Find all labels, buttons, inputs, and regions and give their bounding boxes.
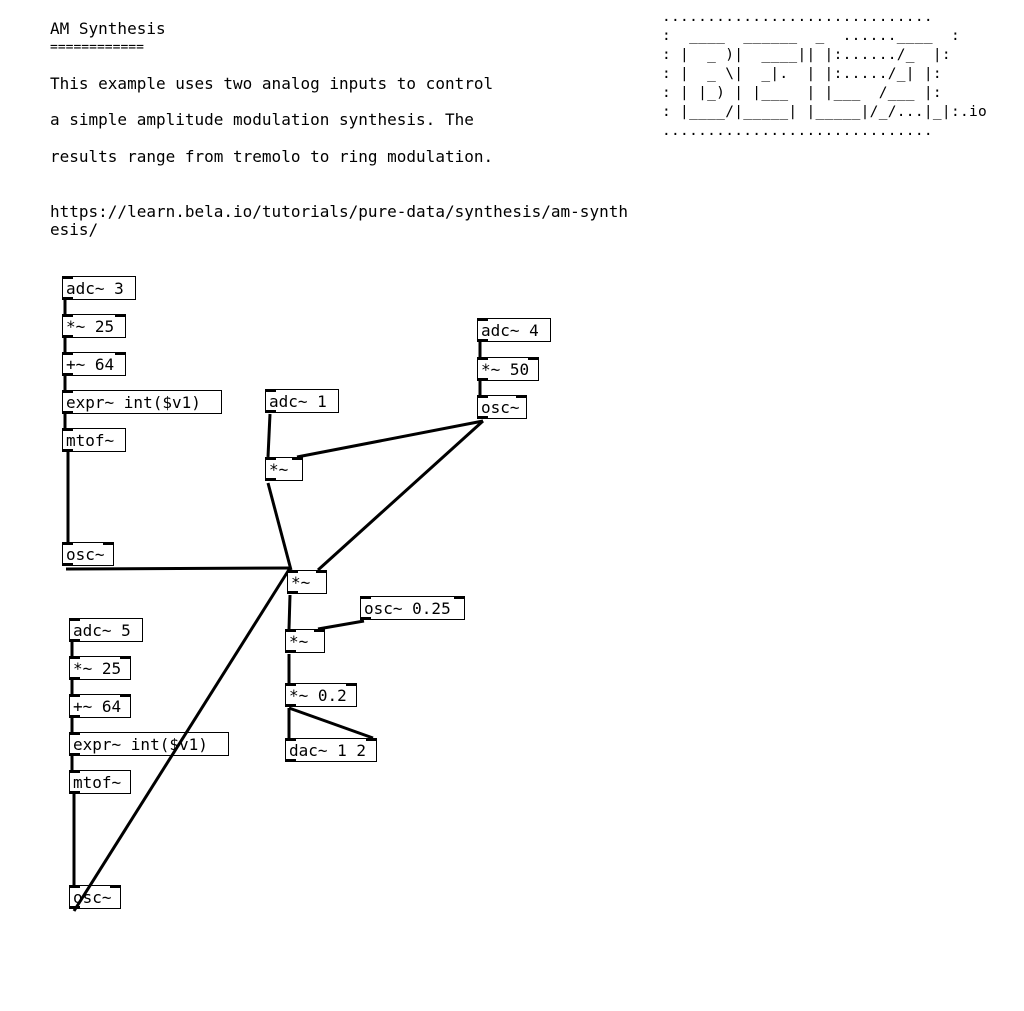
object-label: osc~ <box>481 398 520 417</box>
object-adc-4[interactable]: adc~ 4 <box>477 318 551 342</box>
object-label: *~ 0.2 <box>289 686 347 705</box>
cord <box>65 566 292 571</box>
object-label: *~ 25 <box>73 659 122 678</box>
comment-line-1: This example uses two analog inputs to c… <box>50 74 494 93</box>
object-mul-50[interactable]: *~ 50 <box>477 357 539 381</box>
cord <box>287 594 292 630</box>
cord <box>72 567 292 912</box>
object-label: osc~ <box>73 888 112 907</box>
object-adc-5[interactable]: adc~ 5 <box>69 618 143 642</box>
cord <box>296 419 484 459</box>
comment-underline: ============ <box>50 40 144 55</box>
object-label: osc~ <box>66 545 105 564</box>
object-adc-3[interactable]: adc~ 3 <box>62 276 136 300</box>
object-mtof-b[interactable]: mtof~ <box>69 770 131 794</box>
object-mul-25-b[interactable]: *~ 25 <box>69 656 131 680</box>
object-label: osc~ 0.25 <box>364 599 451 618</box>
object-label: +~ 64 <box>66 355 115 374</box>
object-dac[interactable]: dac~ 1 2 <box>285 738 377 762</box>
object-label: *~ <box>289 632 309 651</box>
object-mul-mid[interactable]: *~ <box>287 570 327 594</box>
comment-title: AM Synthesis <box>50 19 166 38</box>
comment-line-3: results range from tremolo to ring modul… <box>50 147 494 166</box>
cord <box>316 419 485 572</box>
object-adc-1[interactable]: adc~ 1 <box>265 389 339 413</box>
object-label: +~ 64 <box>73 697 122 716</box>
object-label: *~ <box>291 573 311 592</box>
cord <box>266 482 293 571</box>
cord <box>317 619 365 631</box>
object-mtof[interactable]: mtof~ <box>62 428 126 452</box>
object-osc-0.25[interactable]: osc~ 0.25 <box>360 596 465 620</box>
object-osc[interactable]: osc~ <box>62 542 114 566</box>
object-label: *~ 50 <box>481 360 530 379</box>
object-mul-0.2[interactable]: *~ 0.2 <box>285 683 357 707</box>
cord <box>266 413 272 458</box>
bela-logo: .............................. : ____ __… <box>662 9 988 139</box>
object-mul-2[interactable]: *~ <box>285 629 325 653</box>
object-add-64-b[interactable]: +~ 64 <box>69 694 131 718</box>
comment-url: https://learn.bela.io/tutorials/pure-dat… <box>50 202 628 239</box>
object-expr-b[interactable]: expr~ int($v1) <box>69 732 229 756</box>
object-osc-b[interactable]: osc~ <box>69 885 121 909</box>
comment-line-2: a simple amplitude modulation synthesis.… <box>50 110 474 129</box>
object-mul[interactable]: *~ <box>265 457 303 481</box>
object-label: *~ 25 <box>66 317 115 336</box>
object-label: *~ <box>269 460 289 479</box>
cord <box>288 706 374 740</box>
object-osc-4[interactable]: osc~ <box>477 395 527 419</box>
object-add-64[interactable]: +~ 64 <box>62 352 126 376</box>
object-mul-25[interactable]: *~ 25 <box>62 314 126 338</box>
object-label: dac~ 1 2 <box>289 741 367 760</box>
object-expr[interactable]: expr~ int($v1) <box>62 390 222 414</box>
